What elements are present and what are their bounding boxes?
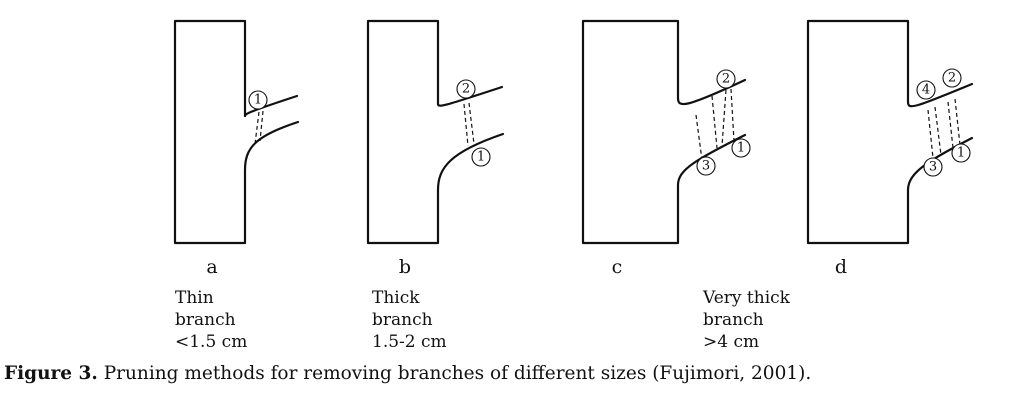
trunk-outline xyxy=(173,19,300,245)
panel-letter: d xyxy=(835,256,847,278)
svg-text:4: 4 xyxy=(922,83,930,98)
description-line: branch xyxy=(175,310,236,330)
panel-letter: a xyxy=(206,256,217,278)
pruning-diagram: 1 a 2 1 b xyxy=(173,19,974,278)
panel-b-description: Thick branch 1.5-2 cm xyxy=(372,287,447,353)
cut-marker-1: 1 xyxy=(471,147,491,167)
svg-text:1: 1 xyxy=(254,93,262,108)
figure-caption: Figure 3. Pruning methods for removing b… xyxy=(4,363,811,384)
cut-marker-3: 3 xyxy=(923,157,943,177)
svg-text:3: 3 xyxy=(929,160,937,175)
panel-letter: b xyxy=(399,256,411,278)
svg-text:1: 1 xyxy=(737,141,745,156)
caption-text: Pruning methods for removing branches of… xyxy=(97,363,812,384)
cut-marker-4: 4 xyxy=(916,80,936,100)
trunk-outline xyxy=(366,19,505,245)
panel-a-drawing: 1 a xyxy=(173,19,300,278)
cut-marker-2: 2 xyxy=(942,68,962,88)
panel-c-description: Very thick branch >4 cm xyxy=(703,287,790,353)
branch-upper-edge xyxy=(676,78,747,106)
branch-upper-edge xyxy=(906,82,974,108)
cut-line xyxy=(927,109,934,159)
cut-line xyxy=(721,89,727,147)
panel-letter: c xyxy=(612,256,623,278)
cut-line xyxy=(463,103,469,147)
caption-label: Figure 3. xyxy=(4,363,98,384)
cut-marker-2: 2 xyxy=(456,79,476,99)
svg-text:3: 3 xyxy=(702,159,710,174)
svg-text:2: 2 xyxy=(722,72,730,87)
cut-marker-1: 1 xyxy=(248,90,268,110)
cut-line xyxy=(711,95,718,149)
svg-text:1: 1 xyxy=(477,150,485,165)
description-line: Very thick xyxy=(703,288,790,308)
panel-a-description: Thin branch <1.5 cm xyxy=(175,287,247,353)
trunk-outline xyxy=(581,19,747,245)
svg-text:2: 2 xyxy=(948,71,956,86)
cut-line xyxy=(254,111,260,145)
cut-line xyxy=(259,110,264,142)
panel-b-drawing: 2 1 b xyxy=(366,19,505,278)
cut-marker-2: 2 xyxy=(716,69,736,89)
description-line: Thin xyxy=(175,288,214,308)
description-line: Thick xyxy=(372,288,420,308)
cut-marker-1: 1 xyxy=(951,143,971,163)
svg-text:1: 1 xyxy=(957,146,965,161)
panel-d-drawing: 4 2 3 1 d xyxy=(806,19,974,278)
branch-upper-edge xyxy=(243,94,299,118)
cut-line xyxy=(934,106,942,156)
cut-line xyxy=(947,101,954,149)
description-line: <1.5 cm xyxy=(175,332,248,352)
cut-marker-1: 1 xyxy=(731,138,751,158)
description-line: >4 cm xyxy=(703,332,760,352)
description-line: branch xyxy=(703,310,764,330)
svg-text:2: 2 xyxy=(462,82,470,97)
cut-line xyxy=(730,88,735,142)
panel-c-drawing: 2 1 3 c xyxy=(581,19,751,278)
cut-marker-3: 3 xyxy=(696,156,716,176)
trunk-outline xyxy=(806,19,974,245)
description-line: branch xyxy=(372,310,433,330)
cut-line xyxy=(468,102,475,145)
cut-line xyxy=(695,114,703,161)
branch-upper-edge xyxy=(436,85,504,107)
description-line: 1.5-2 cm xyxy=(372,332,447,352)
cut-line xyxy=(954,98,961,146)
